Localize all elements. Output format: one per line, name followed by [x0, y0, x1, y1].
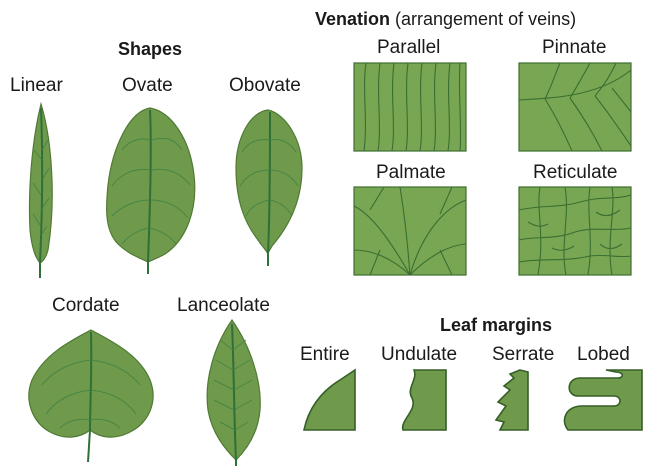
leaf-margins-title: Leaf margins — [440, 316, 552, 334]
lanceolate-label: Lanceolate — [177, 296, 270, 315]
linear-label: Linear — [10, 76, 63, 95]
entire-label: Entire — [300, 345, 350, 364]
obovate-leaf-illustration — [236, 110, 302, 266]
lobed-margin-illustration — [564, 370, 642, 430]
serrate-margin-illustration — [496, 370, 528, 430]
ovate-label: Ovate — [122, 76, 173, 95]
ovate-leaf-illustration — [107, 108, 195, 274]
venation-title-main: Venation — [315, 9, 390, 29]
venation-title-subtitle: (arrangement of veins) — [390, 9, 576, 29]
cordate-label: Cordate — [52, 296, 120, 315]
obovate-label: Obovate — [229, 76, 301, 95]
pinnate-label: Pinnate — [542, 38, 606, 57]
lanceolate-leaf-illustration — [207, 320, 260, 466]
reticulate-label: Reticulate — [533, 163, 618, 182]
parallel-venation-box — [354, 63, 466, 151]
cordate-leaf-illustration — [29, 330, 153, 462]
palmate-label: Palmate — [376, 163, 446, 182]
parallel-label: Parallel — [377, 38, 440, 57]
undulate-margin-illustration — [403, 370, 446, 430]
pinnate-venation-box — [519, 63, 631, 151]
lobed-label: Lobed — [577, 345, 630, 364]
linear-leaf-illustration — [29, 104, 52, 278]
palmate-venation-box — [354, 187, 466, 275]
entire-margin-illustration — [304, 370, 355, 430]
shapes-title: Shapes — [118, 40, 182, 58]
reticulate-venation-box — [519, 187, 631, 275]
serrate-label: Serrate — [492, 345, 554, 364]
undulate-label: Undulate — [381, 345, 457, 364]
venation-title: Venation (arrangement of veins) — [315, 10, 576, 28]
